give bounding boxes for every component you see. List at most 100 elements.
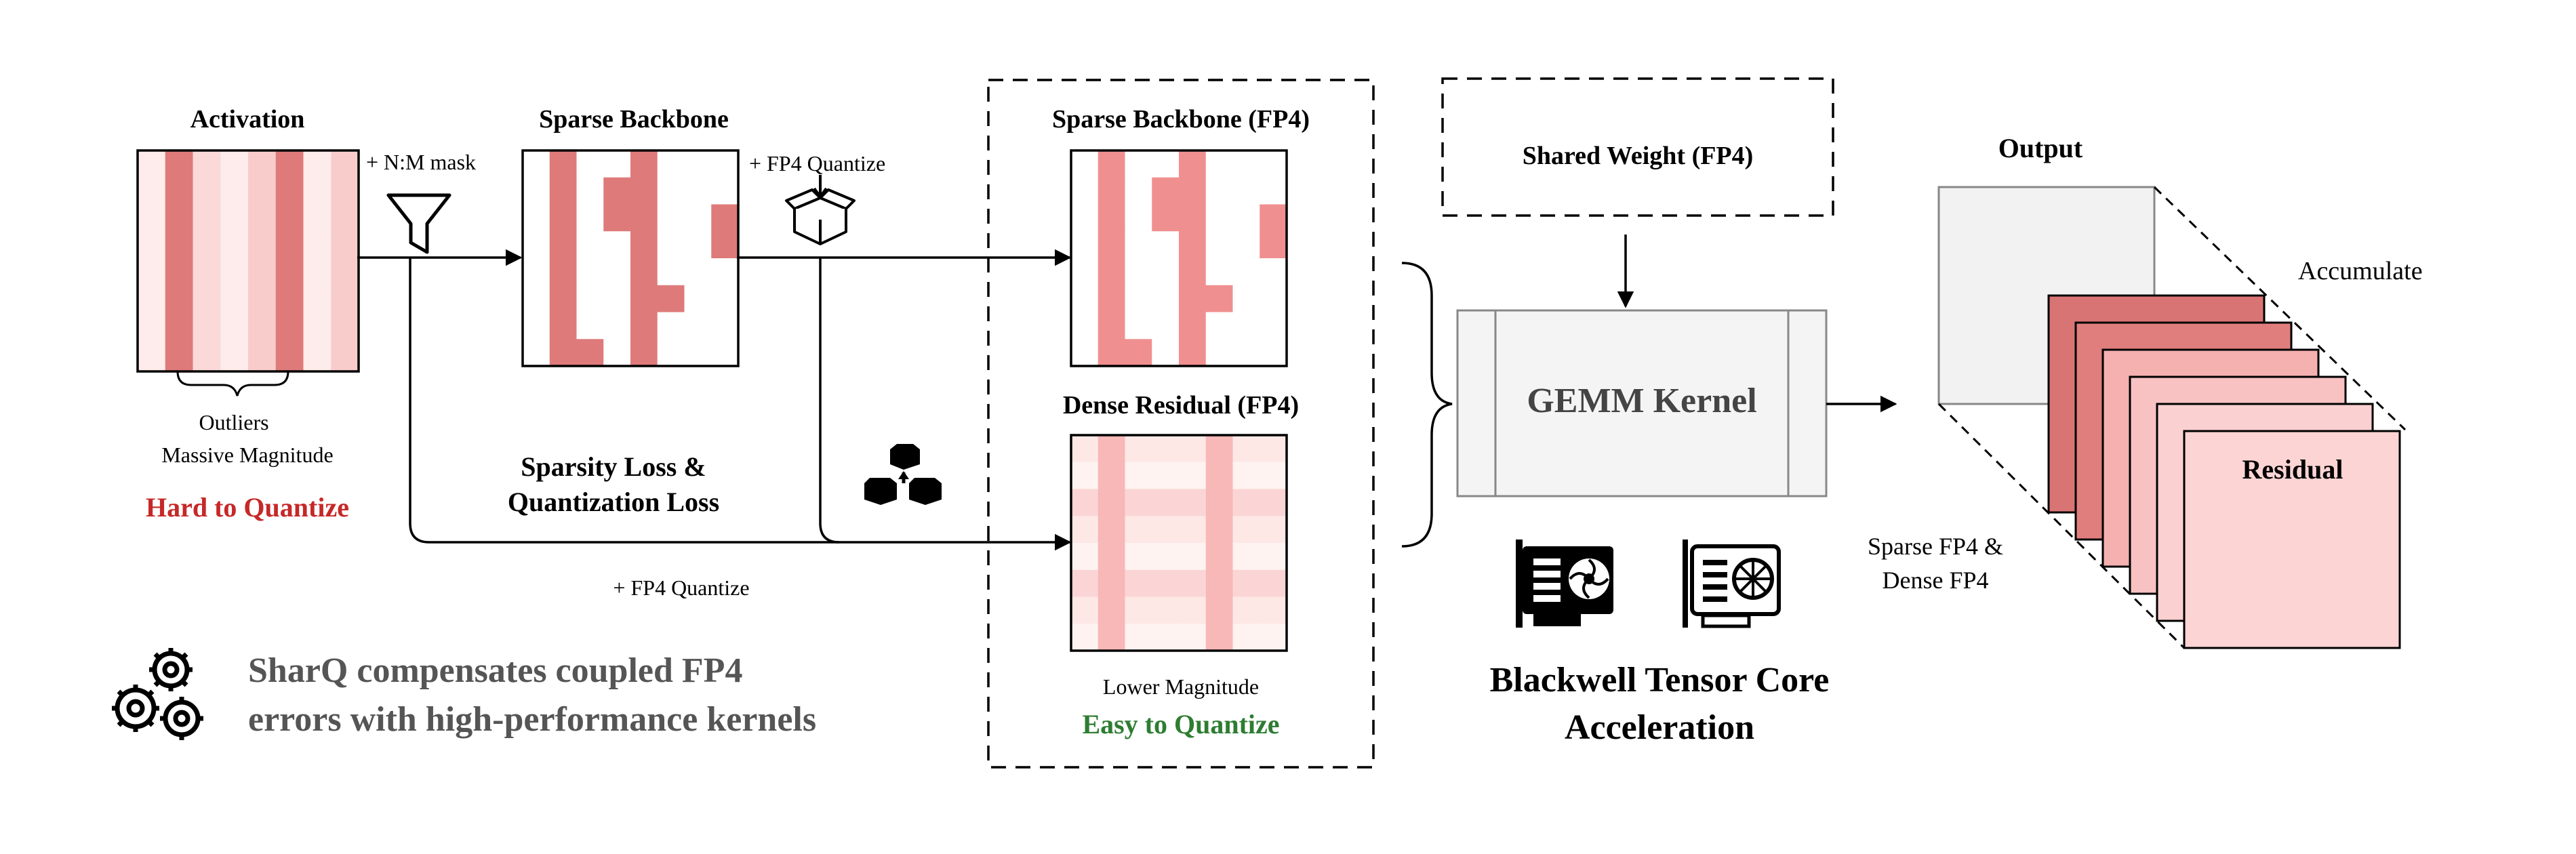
sparse-backbone-fp4-title: Sparse Backbone (FP4)	[1052, 105, 1310, 134]
matrix-cell	[1125, 258, 1152, 286]
matrix-cell	[1098, 596, 1125, 624]
matrix-cell	[193, 150, 221, 179]
matrix-cell	[1098, 231, 1125, 259]
matrix-cell	[303, 178, 331, 206]
matrix-cell	[138, 288, 166, 317]
matrix-cell	[523, 312, 550, 340]
matrix-cell	[1152, 489, 1180, 516]
matrix-cell	[523, 339, 550, 367]
matrix-cell	[165, 288, 193, 317]
matrix-cell	[684, 231, 712, 259]
matrix-cell	[275, 316, 304, 344]
matrix-cell	[1232, 516, 1260, 544]
matrix-cell	[576, 204, 604, 232]
matrix-cell	[549, 258, 577, 286]
matrix-cell	[1260, 516, 1287, 544]
matrix-cell	[220, 261, 249, 289]
matrix-cell	[549, 177, 577, 205]
matrix-cell	[1232, 150, 1260, 178]
shared-weight-label: Shared Weight (FP4)	[1523, 142, 1754, 170]
matrix-cell	[657, 177, 685, 205]
matrix-cell	[1125, 150, 1152, 178]
matrix-cell	[248, 344, 277, 372]
matrix-cell	[331, 344, 359, 372]
sparse-backbone-fp4-matrix	[1070, 149, 1288, 367]
matrix-cell	[1071, 489, 1099, 516]
matrix-cell	[1205, 489, 1233, 516]
filter-icon	[386, 193, 451, 254]
output-title: Output	[1998, 133, 2083, 163]
dense-residual-fp4-matrix	[1070, 434, 1288, 652]
matrix-cell	[576, 150, 604, 178]
matrix-cell	[248, 316, 277, 344]
backbone-branch-line	[819, 258, 840, 544]
matrix-cell	[1071, 569, 1099, 597]
matrix-cell	[165, 233, 193, 262]
matrix-cell	[657, 204, 685, 232]
matrix-cell	[1260, 462, 1287, 489]
matrix-cell	[1205, 569, 1233, 597]
matrix-cell	[630, 204, 658, 232]
residual-label: Residual	[2242, 454, 2343, 485]
matrix-cell	[711, 285, 739, 312]
matrix-cell	[657, 231, 685, 259]
matrix-cell	[248, 150, 277, 179]
matrix-cell	[1260, 569, 1287, 597]
matrix-cell	[1205, 462, 1233, 489]
matrix-cell	[1205, 204, 1233, 232]
matrix-cell	[603, 339, 631, 367]
matrix-cell	[1205, 258, 1233, 286]
matrix-cell	[1125, 285, 1152, 312]
matrix-cell	[1071, 543, 1099, 571]
matrix-cell	[303, 288, 331, 317]
matrix-cell	[1098, 462, 1125, 489]
matrix-cell	[1071, 596, 1099, 624]
matrix-cell	[275, 344, 304, 372]
matrix-cell	[1205, 177, 1233, 205]
matrix-cell	[1152, 624, 1180, 651]
matrix-cell	[1179, 258, 1207, 286]
matrix-cell	[1260, 312, 1287, 340]
matrix-cell	[1260, 231, 1287, 259]
matrix-cell	[1071, 150, 1099, 178]
matrix-cell	[165, 150, 193, 179]
sparse-backbone-matrix	[521, 149, 740, 367]
sparse-dense-label-line1: Sparse FP4 &	[1868, 533, 2003, 560]
matrix-cell	[193, 205, 221, 234]
matrix-cell	[220, 344, 249, 372]
matrix-cell	[275, 150, 304, 179]
matrix-cell	[657, 312, 685, 340]
matrix-cell	[1232, 231, 1260, 259]
accumulate-label: Accumulate	[2298, 257, 2423, 285]
matrix-cell	[1179, 177, 1207, 205]
matrix-cell	[1125, 231, 1152, 259]
matrix-cell	[220, 316, 249, 344]
stacked-cubes-icon	[864, 444, 942, 505]
matrix-cell	[1232, 462, 1260, 489]
matrix-cell	[1232, 489, 1260, 516]
gemm-kernel-block	[1456, 309, 1828, 497]
matrix-cell	[1152, 339, 1180, 367]
matrix-cell	[1071, 624, 1099, 651]
matrix-cell	[603, 177, 631, 205]
matrix-cell	[523, 231, 550, 259]
matrix-cell	[248, 261, 277, 289]
matrix-cell	[711, 204, 739, 232]
blackwell-label-line1: Blackwell Tensor Core	[1490, 661, 1830, 699]
matrix-cell	[331, 205, 359, 234]
matrix-cell	[1232, 258, 1260, 286]
matrix-cell	[1098, 435, 1125, 463]
matrix-cell	[220, 233, 249, 262]
matrix-cell	[1152, 462, 1180, 489]
matrix-cell	[1260, 435, 1287, 463]
matrix-cell	[576, 177, 604, 205]
matrix-cell	[1260, 204, 1287, 232]
matrix-cell	[1098, 258, 1125, 286]
matrix-cell	[1152, 312, 1180, 340]
matrix-cell	[1125, 312, 1152, 340]
matrix-cell	[1152, 150, 1180, 178]
matrix-cell	[576, 312, 604, 340]
matrix-cell	[630, 258, 658, 286]
shared-weight-box	[1441, 77, 1834, 217]
